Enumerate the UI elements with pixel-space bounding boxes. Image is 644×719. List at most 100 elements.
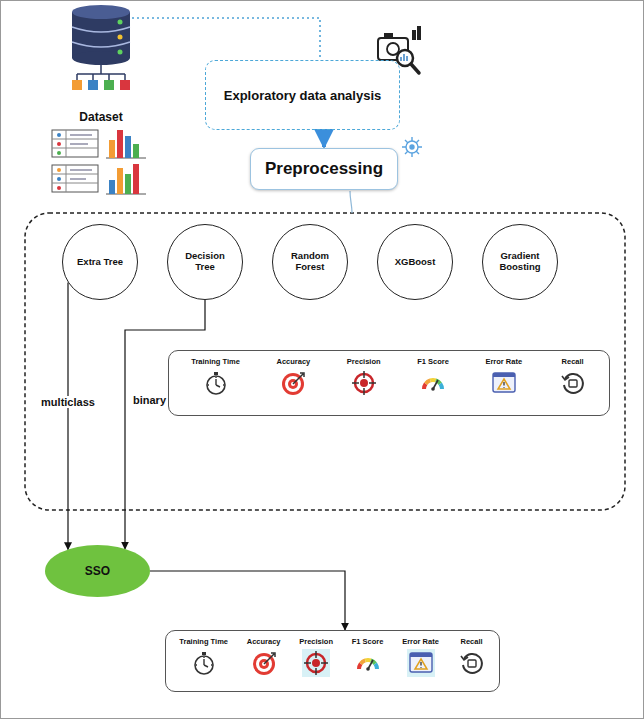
drawing-part [264, 653, 275, 664]
process-icon [402, 137, 422, 157]
drawing-part [461, 656, 468, 660]
metric-icon [458, 649, 486, 677]
drawing-part [463, 654, 482, 673]
metric-item: Recall [458, 637, 486, 677]
edge-label: binary [131, 394, 168, 406]
model-circle: Gradient Boosting [482, 224, 558, 300]
metric-label: F1 Score [352, 637, 384, 646]
drawing-part [493, 373, 515, 377]
drawing-part [293, 373, 304, 384]
metric-label: Error Rate [485, 357, 522, 366]
drawing-part [402, 137, 422, 157]
metric-label: Accuracy [276, 357, 310, 366]
drawing-part [366, 667, 370, 671]
drawing-part [304, 651, 328, 675]
metric-label: Precision [299, 637, 333, 646]
node-label: Exploratory data analysis [224, 88, 382, 103]
drawing-part [52, 130, 98, 157]
drawing-part [359, 659, 366, 665]
drawing-part [118, 20, 123, 25]
drawing-part [117, 130, 123, 158]
drawing-part [493, 373, 515, 392]
drawing-part [562, 376, 569, 380]
drawing-part [407, 649, 435, 677]
metric-item: Error Rate [402, 637, 439, 677]
drawing-part [412, 30, 416, 40]
drawing-part [52, 165, 98, 192]
node-label: Random Forest [281, 251, 339, 273]
drawing-part [133, 144, 139, 158]
connector [67, 282, 68, 549]
drawing-part [302, 649, 330, 677]
connector [132, 18, 320, 60]
metrics-box: Training Time Accuracy Precision F1 Score Er… [165, 630, 500, 692]
drawing-part [52, 130, 98, 157]
optimizer-ellipse: SSO [45, 545, 150, 597]
node-label: Extra Tree [77, 257, 123, 268]
drawing-part [109, 140, 115, 158]
metric-icon [202, 369, 230, 397]
metric-icon [279, 369, 307, 397]
metric-icon [419, 369, 447, 397]
drawing-part [57, 168, 61, 172]
metric-icon [350, 369, 378, 397]
node-label: SSO [85, 564, 110, 578]
drawing-part [195, 656, 213, 674]
drawing-part [208, 377, 224, 387]
model-group-outline [25, 213, 625, 510]
metric-item: F1 Score [417, 357, 449, 397]
drawing-part [118, 50, 123, 55]
node-label: Dataset [79, 110, 122, 124]
drawing-part [282, 373, 304, 395]
drawing-part [503, 382, 504, 388]
process-box: Exploratory data analysis [205, 60, 400, 130]
drawing-part [57, 133, 61, 137]
drawing-part [57, 177, 61, 181]
drawing-part [77, 65, 125, 80]
drawing-part [384, 33, 393, 38]
drawing-part [420, 662, 421, 668]
metric-label: Accuracy [247, 637, 281, 646]
model-circle: Random Forest [272, 224, 348, 300]
metric-label: Recall [461, 637, 483, 646]
drawing-part [410, 653, 432, 657]
connector [150, 571, 345, 630]
metric-label: Recall [562, 357, 584, 366]
metric-item: F1 Score [352, 637, 384, 677]
drawing-part [133, 164, 139, 194]
drawing-part [70, 178, 86, 180]
drawing-part [207, 376, 225, 394]
metric-item: Accuracy [276, 357, 310, 397]
drawing-part [411, 64, 419, 73]
edge-label: multiclass [39, 396, 97, 408]
drawing-part [118, 35, 123, 40]
metric-icon [250, 649, 278, 677]
drawing-part [70, 169, 92, 171]
node-label: Decision Tree [176, 251, 234, 273]
database-icon [72, 5, 130, 90]
drawing-part [52, 165, 98, 192]
metric-item: Training Time [179, 637, 228, 677]
drawing-part [424, 379, 431, 385]
drawing-part [401, 54, 407, 61]
metric-item: Precision [299, 637, 333, 677]
drawing-part [70, 134, 92, 136]
metric-item: Error Rate [485, 357, 522, 397]
metric-item: Precision [347, 357, 381, 397]
metric-icon [302, 649, 330, 677]
drawing-part [569, 380, 577, 387]
metric-label: Precision [347, 357, 381, 366]
drawing-part [564, 374, 583, 393]
drawing-part [431, 387, 435, 391]
metric-icon [559, 369, 587, 397]
drawing-part [352, 371, 376, 395]
drawing-part [360, 379, 368, 387]
connector [322, 130, 326, 147]
table-chart-icons [52, 130, 146, 194]
drawing-part [72, 27, 130, 47]
drawing-part [57, 186, 61, 190]
drawing-part [253, 653, 275, 675]
drawing-part [117, 168, 123, 194]
